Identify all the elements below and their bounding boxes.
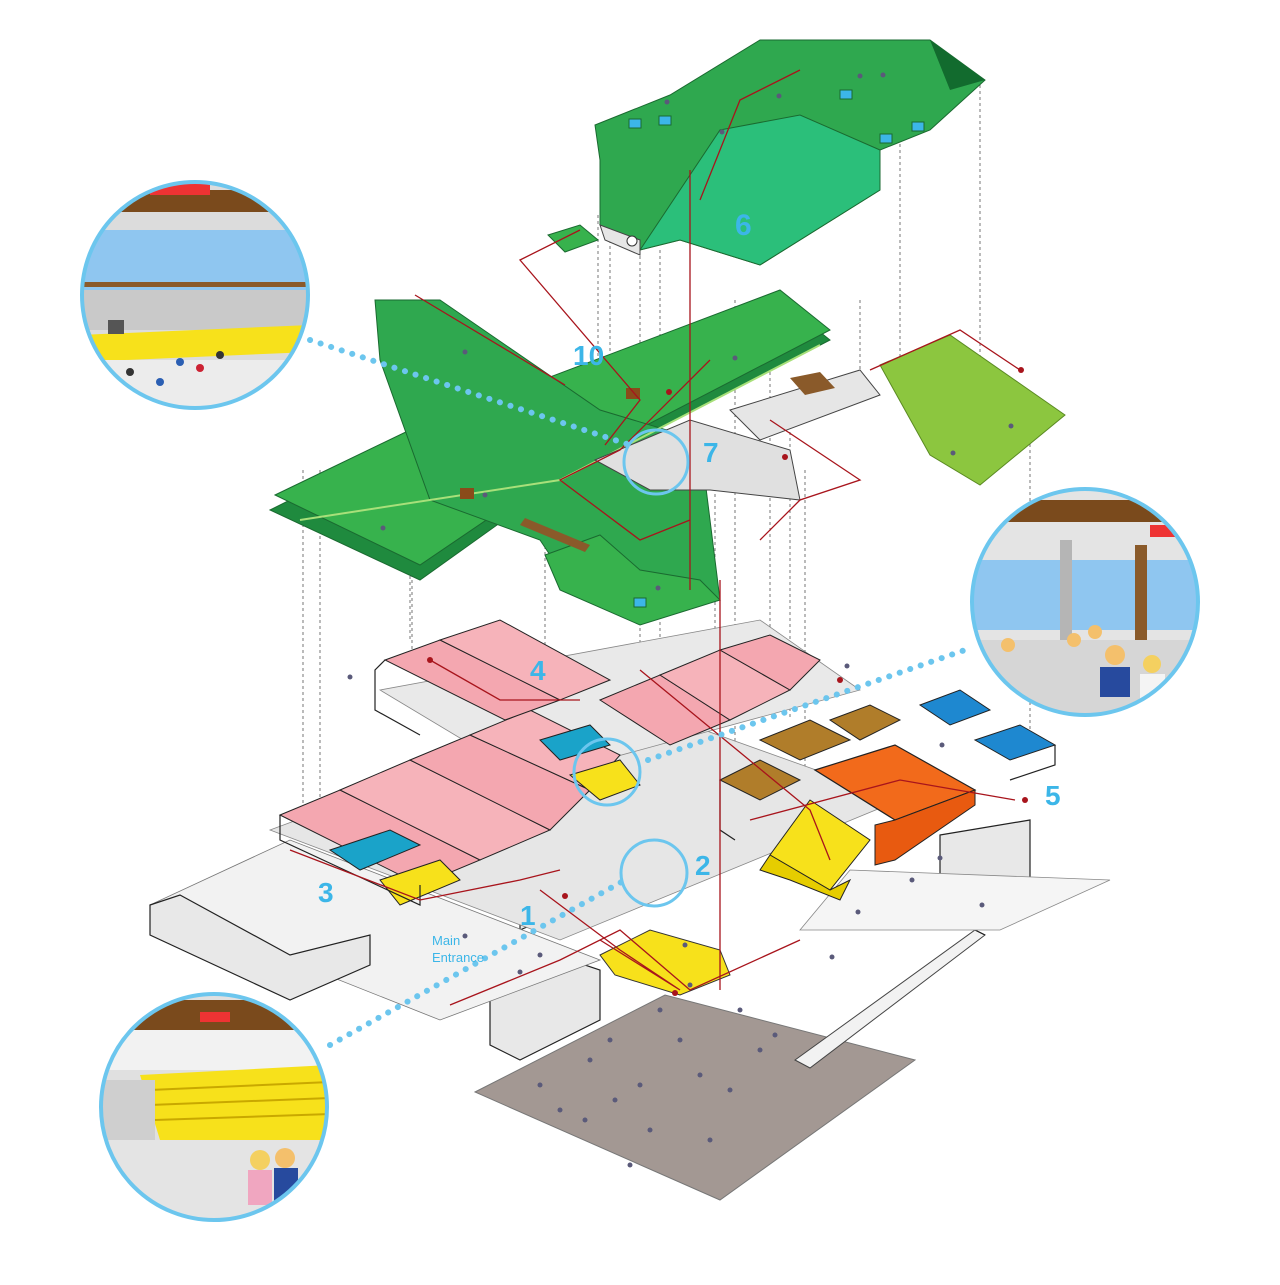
- top-roof-level: [547, 39, 986, 608]
- level-number-5: 5: [1045, 780, 1061, 811]
- classroom-level: [268, 619, 1057, 941]
- level-labels: 6 10 7 4 5 2 3 1 Main Entrance: [318, 209, 1061, 965]
- route-endpoints: [427, 367, 1028, 996]
- corridor-vignette-icon: [970, 487, 1200, 717]
- green-roof-level: [268, 289, 1066, 626]
- highlight-rings: [572, 428, 690, 908]
- entrance-floor: [148, 819, 1111, 1021]
- gym-vignette-icon: [80, 180, 310, 410]
- highlight-ring-level-4: [572, 737, 642, 807]
- level-number-6: 6: [735, 209, 752, 242]
- level-number-1: 1: [520, 900, 536, 931]
- main-entrance-label-line2: Entrance: [432, 950, 484, 965]
- highlight-ring-level-7: [622, 428, 690, 496]
- circulation-routes: [289, 69, 1021, 1006]
- level-number-2: 2: [695, 850, 711, 881]
- main-entrance-label-line1: Main: [432, 933, 460, 948]
- level-number-3: 3: [318, 877, 334, 908]
- callout-dotted-lines: [307, 337, 968, 1048]
- highlight-ring-level-2: [619, 838, 689, 908]
- level-number-10: 10: [573, 340, 604, 371]
- level-number-7: 7: [703, 437, 719, 468]
- people-figures: [347, 72, 1014, 1168]
- tribune-vignette-icon: [99, 992, 329, 1222]
- level-number-4: 4: [530, 655, 546, 686]
